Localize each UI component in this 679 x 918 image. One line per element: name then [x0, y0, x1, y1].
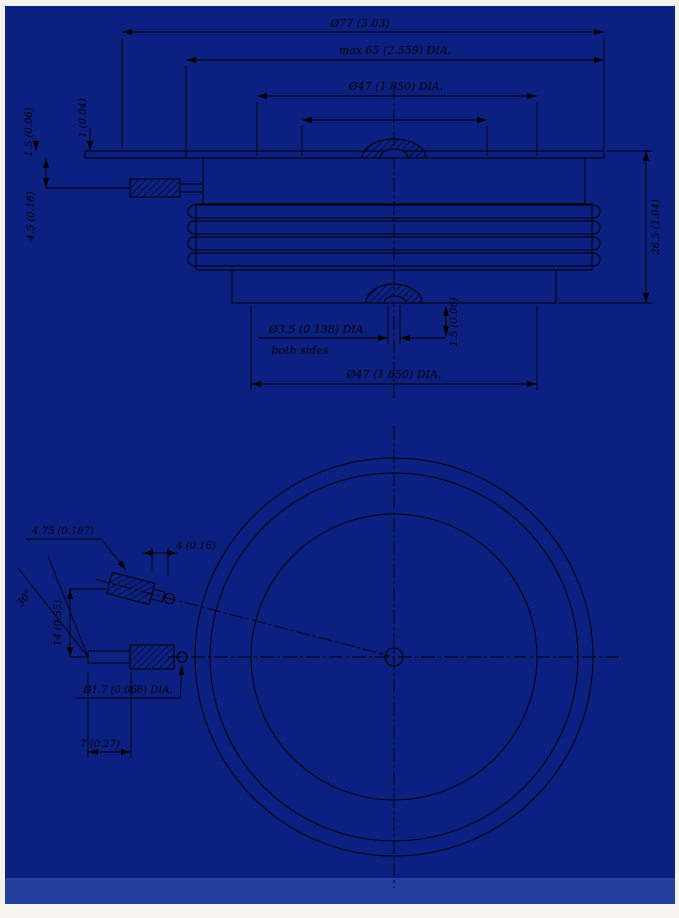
dim-inner-seat [301, 117, 488, 156]
device-circles [194, 457, 594, 857]
dim-lead-length-label: 7 (0.27) [80, 739, 120, 750]
dim-max-diameter-label: max 65 (2.559) DIA. [339, 44, 451, 57]
dim-pin-diameter: Ø1.7 (0.066) DIA. [76, 664, 185, 699]
dim-pin-diameter-label: Ø1.7 (0.066) DIA. [82, 685, 172, 696]
dim-max-diameter: max 65 (2.559) DIA. [185, 44, 604, 158]
dim-lead-width: 4.75 (0.187) [25, 526, 127, 571]
top-pole [202, 158, 586, 204]
dim-lead-width-label: 4.75 (0.187) [31, 526, 94, 537]
gate-terminal-side [114, 178, 203, 198]
side-view: Ø77 (3.03) max 65 (2.559) DIA. Ø47 (1.85… [24, 17, 662, 398]
dim-lip-thickness: 1 (0.04) [78, 98, 93, 151]
sheet-footer-band [5, 878, 675, 904]
dim-lead-spacing: 14 (0.55) [53, 588, 106, 658]
top-flange [84, 150, 605, 159]
dim-overall-height-label: 26.5 (1.04) [651, 199, 662, 256]
gate-lead-angled [95, 571, 391, 657]
ceramic-housing [187, 203, 601, 271]
dim-gate-hole-label: Ø3.5 (0.138) DIA. [268, 323, 367, 336]
dim-top-pole-face-label: Ø47 (1.850) DIA. [348, 80, 444, 93]
dim-flange-thickness-label: 1.5 (0.06) [24, 107, 35, 156]
dim-lip-thickness-label: 1 (0.04) [78, 98, 89, 138]
dim-bottom-pole-face: Ø47 (1.850) DIA. [250, 306, 538, 390]
dim-lead-thickness-label: 4 (0.16) [175, 541, 216, 552]
dim-gate-offset-label: 4.5 (0.18) [26, 191, 37, 241]
bottom-view: 4.75 (0.187) 4 (0.16) 30° 14 (0.55) Ø1.7… [15, 426, 622, 888]
bottom-center-boss-section [365, 283, 423, 304]
dim-lead-thickness: 4 (0.16) [143, 541, 216, 576]
dim-overall-diameter: Ø77 (3.03) [121, 17, 605, 149]
dim-lead-length: 7 (0.27) [80, 672, 132, 758]
dim-lead-spacing-label: 14 (0.55) [53, 600, 64, 646]
dim-bottom-pole-face-label: Ø47 (1.850) DIA. [346, 368, 442, 381]
dim-gate-offset: 4.5 (0.18) [26, 158, 128, 242]
dim-overall-height: 26.5 (1.04) [558, 150, 662, 304]
dim-recess-depth-label: 1.5 (0.06) [449, 297, 460, 346]
dim-top-pole-face: Ø47 (1.850) DIA. [256, 80, 538, 156]
dim-overall-diameter-label: Ø77 (3.03) [329, 17, 390, 30]
dim-gate-hole: Ø3.5 (0.138) DIA. both sides [258, 305, 446, 357]
note-both-sides: both sides [271, 344, 328, 357]
dim-recess-depth: 1.5 (0.06) [443, 297, 460, 347]
dim-flange-thickness: 1.5 (0.06) [24, 107, 39, 157]
top-center-boss-section [361, 138, 427, 159]
